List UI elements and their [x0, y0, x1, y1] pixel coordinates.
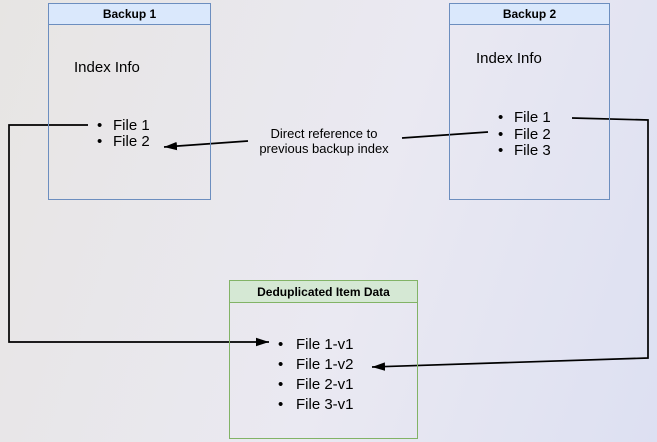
file-list-item: File 3: [498, 142, 551, 160]
file-list-item: File 1-v2: [278, 355, 354, 375]
direct-reference-label: Direct reference to previous backup inde…: [244, 126, 404, 156]
backup2-title: Backup 2: [450, 4, 609, 25]
file-list-item: File 3-v1: [278, 395, 354, 415]
file-list-item: File 1: [97, 118, 150, 135]
dedup-title: Deduplicated Item Data: [230, 281, 417, 303]
file-list-item: File 2: [498, 126, 551, 144]
direct-reference-label-line1: Direct reference to: [270, 126, 378, 141]
backup2-box: Backup 2 Index Info File 1File 2File 3: [449, 3, 610, 200]
direct-reference-label-line2: previous backup index: [259, 141, 389, 156]
file-list-item: File 1-v1: [278, 335, 354, 355]
backup1-index-info-label: Index Info: [74, 59, 140, 76]
backup1-file-list: File 1File 2: [97, 118, 150, 151]
backup2-index-info-label: Index Info: [476, 50, 542, 67]
backup1-title: Backup 1: [49, 4, 210, 25]
file-list-item: File 2-v1: [278, 375, 354, 395]
file-list-item: File 1: [498, 109, 551, 127]
backup2-file-list: File 1File 2File 3: [498, 109, 551, 160]
backup1-box: Backup 1 Index Info File 1File 2: [48, 3, 211, 200]
file-list-item: File 2: [97, 134, 150, 151]
deduplicated-item-data-box: Deduplicated Item Data File 1-v1File 1-v…: [229, 280, 418, 439]
dedup-file-list: File 1-v1File 1-v2File 2-v1File 3-v1: [278, 335, 354, 415]
